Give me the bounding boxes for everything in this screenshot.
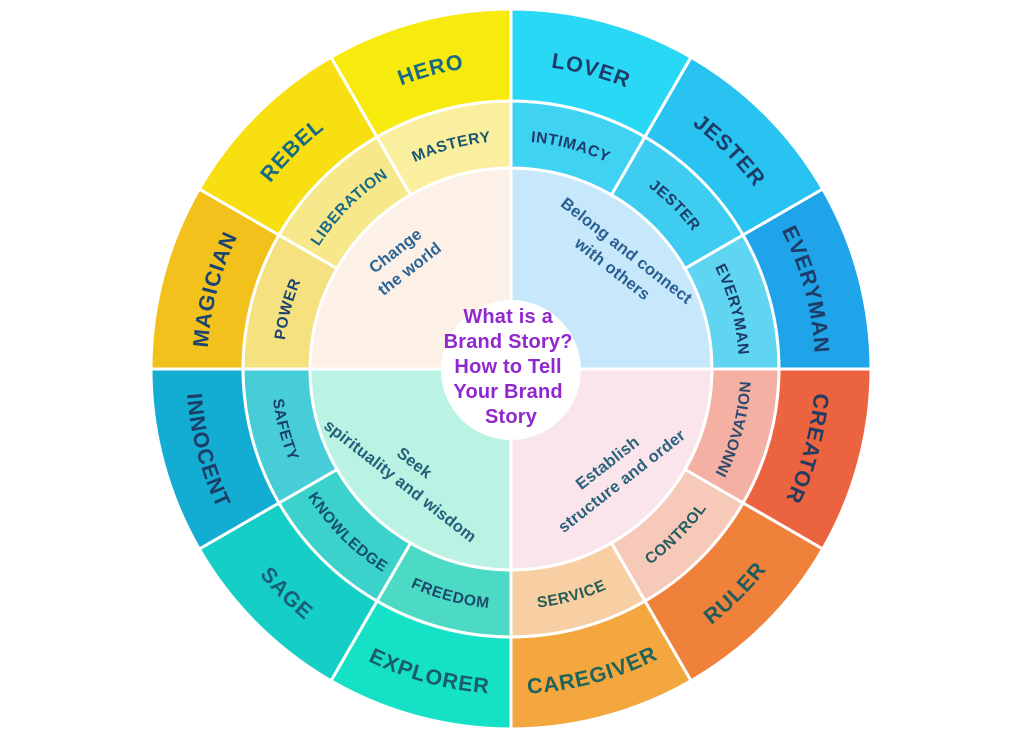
outer-ring xyxy=(149,7,873,731)
center-title-line: How to Tell xyxy=(454,356,561,378)
center-group: What is a Brand Story? How to Tell Your … xyxy=(441,300,581,440)
center-title-line: Your Brand xyxy=(453,381,562,403)
inner-quadrants xyxy=(308,166,714,572)
center-title-line: Story xyxy=(485,406,538,428)
outer-segment-hero xyxy=(328,7,513,139)
center-title-line: What is a xyxy=(463,306,553,328)
center-title: What is a Brand Story? How to Tell Your … xyxy=(444,306,579,428)
center-circle xyxy=(441,300,581,440)
center-title-line: Brand Story? xyxy=(444,331,573,353)
